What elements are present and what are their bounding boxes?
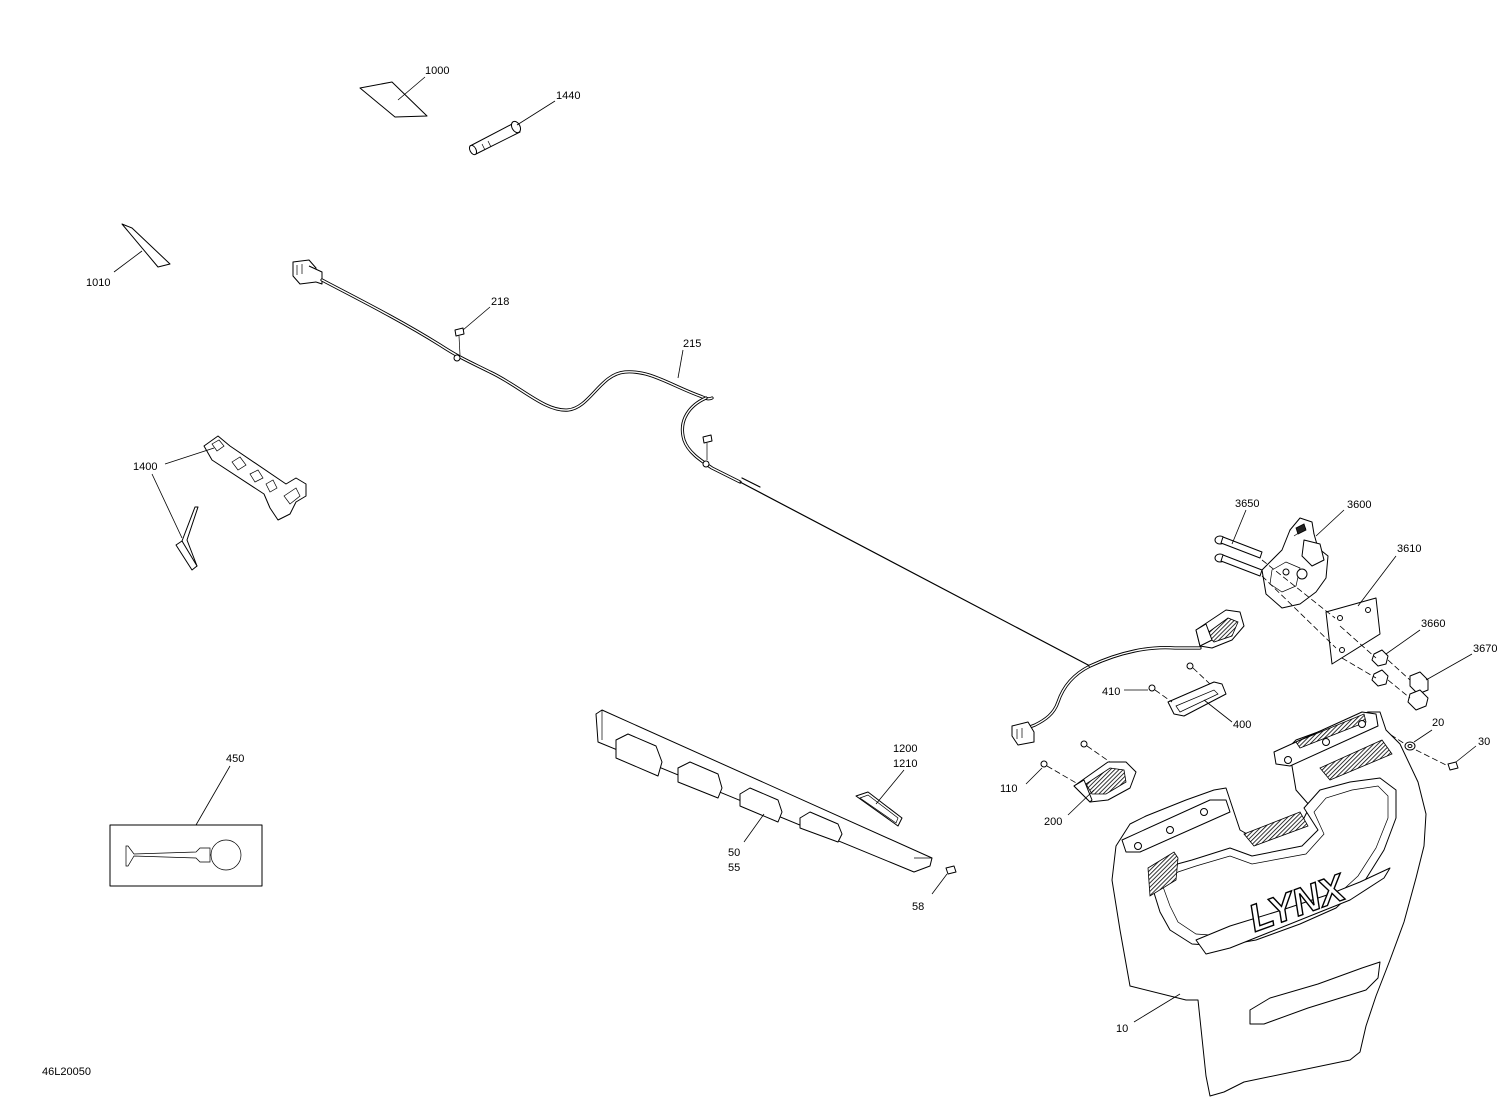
callout-400: 400 [1233, 719, 1251, 731]
screws-410[interactable] [1124, 662, 1211, 703]
callout-58: 58 [912, 901, 924, 913]
side-panel-50-55[interactable] [595, 709, 933, 873]
light-200[interactable] [1067, 761, 1137, 816]
reflector-400[interactable] [1167, 681, 1233, 723]
callout-1400: 1400 [133, 461, 157, 473]
rear-bumper-10[interactable]: LYNX [1111, 711, 1427, 1097]
upper-light[interactable] [1195, 609, 1245, 649]
callout-3650: 3650 [1235, 498, 1259, 510]
callout-450: 450 [226, 753, 244, 765]
screws-110[interactable] [1025, 740, 1111, 785]
callout-1440: 1440 [556, 90, 580, 102]
callout-410: 410 [1102, 686, 1120, 698]
callout-1010: 1010 [86, 277, 110, 289]
drawing-number: 46L20050 [42, 1066, 91, 1078]
callout-215: 215 [683, 338, 701, 350]
callout-55: 55 [728, 862, 740, 874]
callout-30: 30 [1478, 736, 1490, 748]
callout-3600: 3600 [1347, 499, 1371, 511]
callout-3670: 3670 [1473, 643, 1497, 655]
screw-218[interactable] [454, 306, 713, 460]
hex-key-1400[interactable] [175, 506, 199, 571]
bolts-3650[interactable] [1214, 509, 1263, 577]
tool-1440[interactable] [468, 100, 556, 156]
nuts-3660[interactable] [1339, 625, 1421, 687]
callout-50: 50 [728, 847, 740, 859]
wrench-1400[interactable] [203, 435, 307, 521]
callout-3660: 3660 [1421, 618, 1445, 630]
decal-1000[interactable] [359, 76, 428, 118]
callout-200: 200 [1044, 816, 1062, 828]
decal-1010[interactable] [113, 223, 171, 273]
wiring-harness-215[interactable] [292, 259, 1202, 746]
caps-3670[interactable] [1387, 653, 1473, 711]
screw-58[interactable] [931, 865, 957, 895]
callout-1210: 1210 [893, 758, 917, 770]
callout-20: 20 [1432, 717, 1444, 729]
callout-110: 110 [1000, 783, 1018, 795]
callout-1200: 1200 [893, 743, 917, 755]
plate-3610[interactable] [1261, 555, 1397, 665]
latch-3600[interactable] [1261, 509, 1345, 609]
callout-10: 10 [1116, 1023, 1128, 1035]
callout-3610: 3610 [1397, 543, 1421, 555]
screw-30[interactable] [1415, 745, 1477, 771]
decal-1200-1210[interactable] [855, 769, 905, 827]
callout-1000: 1000 [425, 65, 449, 77]
callout-218: 218 [491, 296, 509, 308]
part-450[interactable] [109, 765, 263, 887]
